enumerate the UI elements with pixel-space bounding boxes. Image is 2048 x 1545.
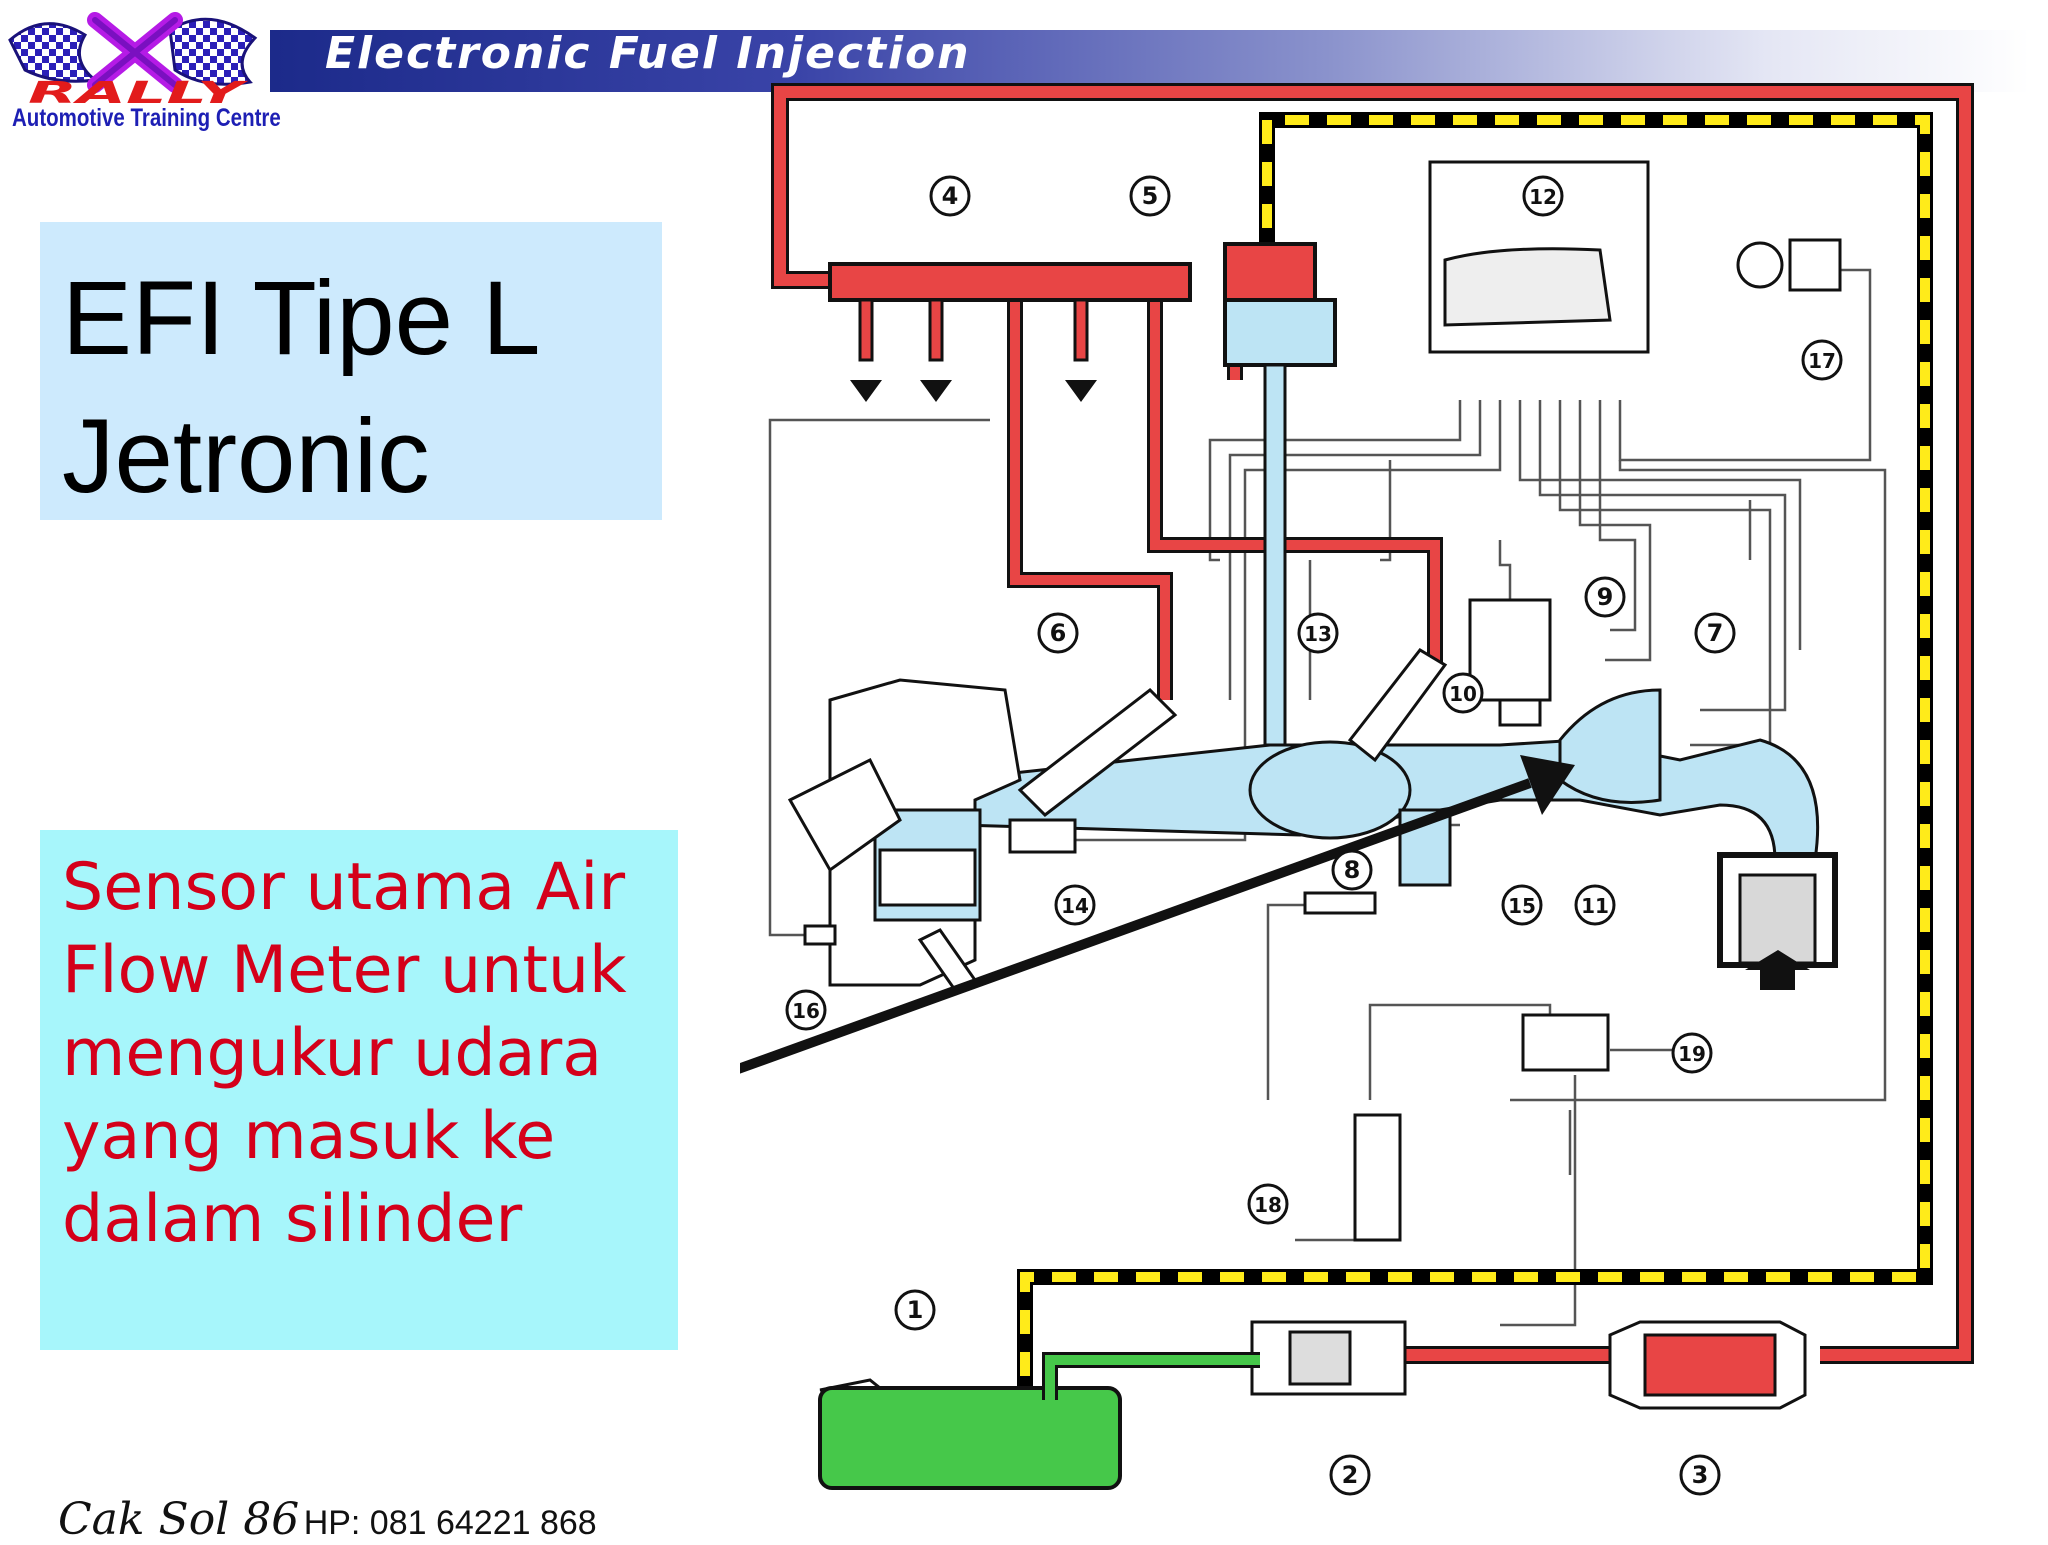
component-label-18: 18 [1247,1183,1289,1225]
component-label-8: 8 [1331,849,1373,891]
svg-text:6: 6 [1050,619,1067,647]
footer: Cak Sol 86 HP: 081 64221 868 [58,1494,597,1545]
component-label-3: 3 [1679,1454,1721,1496]
components [803,160,1842,1410]
svg-text:5: 5 [1142,182,1159,210]
slide-title-line2: Jetronic [62,398,430,515]
component-label-5: 5 [1129,175,1171,217]
component-label-6: 6 [1037,612,1079,654]
slide-title-line1: EFI Tipe L [62,260,541,377]
component-label-4: 4 [929,175,971,217]
svg-text:8: 8 [1344,856,1361,884]
svg-text:9: 9 [1597,583,1614,611]
callout-box [40,830,678,1350]
component-label-2: 2 [1329,1454,1371,1496]
fuel-tank [818,1352,1260,1490]
air-intake [948,363,1838,990]
fuel-rail [828,242,1337,402]
component-label-19: 19 [1671,1032,1713,1074]
fuel-return-line [1017,112,1933,1400]
engine-block [787,678,1022,992]
rally-logo: RALLY [8,12,258,111]
component-label-10: 10 [1442,672,1484,714]
svg-text:17: 17 [1808,349,1836,373]
header-bar [270,30,2030,92]
component-label-13: 13 [1297,612,1339,654]
svg-text:14: 14 [1061,894,1089,918]
component-label-1: 1 [894,1289,936,1331]
svg-text:3: 3 [1692,1461,1709,1489]
logo-brand: RALLY [28,76,250,111]
component-label-16: 16 [785,989,827,1031]
component-label-11: 11 [1574,884,1616,926]
callout-text: Sensor utama Air Flow Meter untuk menguk… [62,850,627,1257]
svg-text:10: 10 [1449,682,1477,706]
component-label-7: 7 [1694,612,1736,654]
svg-text:18: 18 [1254,1193,1282,1217]
svg-text:2: 2 [1342,1461,1359,1489]
wiring [768,268,1887,1327]
component-label-9: 9 [1584,576,1626,618]
callout-arrow [740,755,1575,1074]
svg-text:1: 1 [907,1296,924,1324]
svg-text:19: 19 [1678,1042,1706,1066]
svg-text:15: 15 [1508,894,1536,918]
logo-subtitle: Automotive Training Centre [12,104,281,132]
title-box [40,222,662,520]
svg-text:12: 12 [1529,185,1557,209]
header-title: Electronic Fuel Injection [325,28,971,79]
author-phone: HP: 081 64221 868 [303,1504,597,1542]
author-name: Cak Sol 86 [58,1494,300,1545]
slide-title: EFI Tipe L Jetronic [62,250,652,526]
svg-text:4: 4 [942,182,959,210]
fuel-pressure-line [771,83,1974,1364]
svg-text:11: 11 [1581,894,1609,918]
svg-text:16: 16 [792,999,820,1023]
component-label-17: 17 [1801,339,1843,381]
component-label-15: 15 [1501,884,1543,926]
svg-text:7: 7 [1707,619,1724,647]
svg-text:13: 13 [1304,622,1332,646]
component-label-12: 12 [1522,175,1564,217]
component-label-14: 14 [1054,884,1096,926]
